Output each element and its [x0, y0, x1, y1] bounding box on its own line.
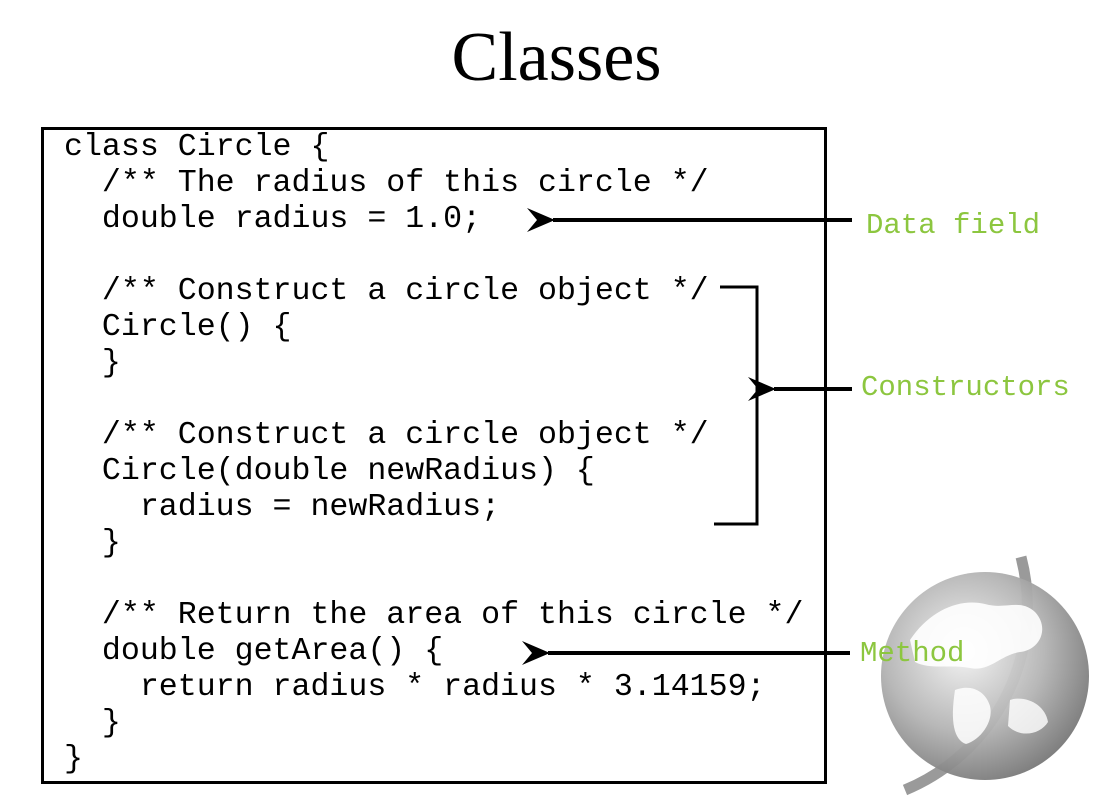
constructors-bracket [714, 285, 759, 526]
code-line-17: } [64, 706, 121, 741]
code-line-1: class Circle { [64, 130, 330, 165]
code-line-2: /** The radius of this circle */ [64, 166, 709, 201]
code-line-15: double getArea() { [64, 634, 444, 669]
code-line-3: double radius = 1.0; [64, 202, 482, 237]
code-line-5: /** Construct a circle object */ [64, 274, 709, 309]
data-field-label: Data field [866, 209, 1041, 242]
globe-icon [881, 555, 1089, 796]
code-line-18: } [64, 742, 83, 777]
code-line-16: return radius * radius * 3.14159; [64, 670, 766, 705]
page-title: Classes [451, 19, 662, 96]
code-line-14: /** Return the area of this circle */ [64, 598, 804, 633]
code-box [41, 127, 827, 784]
method-label: Method [860, 637, 965, 670]
code-line-6: Circle() { [64, 310, 292, 345]
code-line-10: Circle(double newRadius) { [64, 454, 595, 489]
code-line-9: /** Construct a circle object */ [64, 418, 709, 453]
constructors-label: Constructors [861, 371, 1070, 404]
code-line-7: } [64, 346, 121, 381]
code-line-12: } [64, 526, 121, 561]
code-line-11: radius = newRadius; [64, 490, 501, 525]
